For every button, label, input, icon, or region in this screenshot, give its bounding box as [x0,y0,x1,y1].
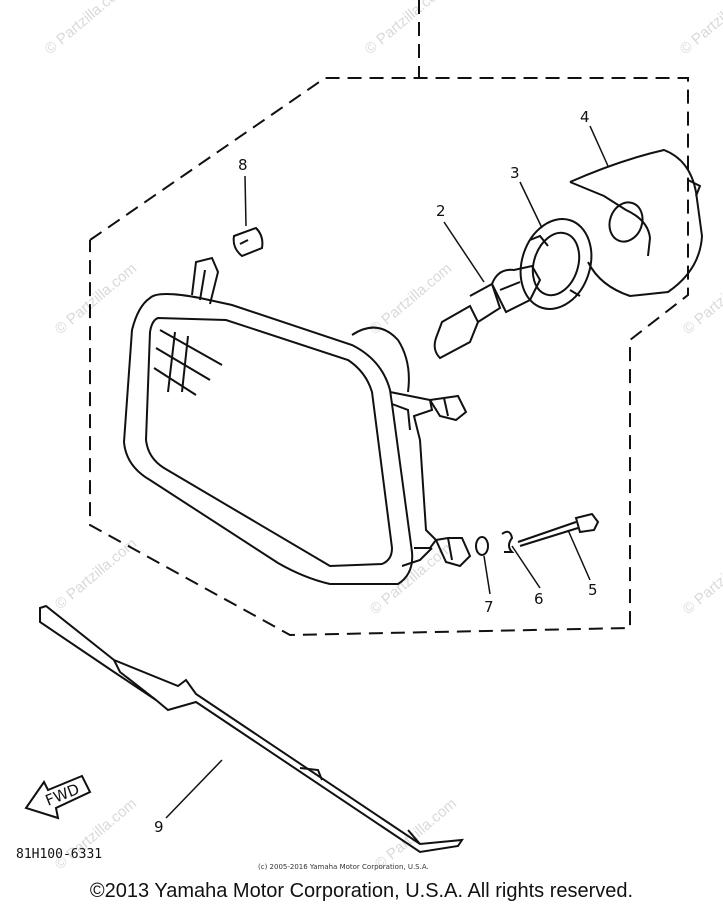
callout-5: 5 [588,581,598,599]
diagram-code: 81H100-6331 [16,847,102,862]
fwd-arrow-icon: FWD [24,774,92,820]
watermark-5: © Partzilla.com [367,260,455,338]
watermark-11: © Partzilla.com [372,795,460,873]
callout-9: 9 [154,818,164,836]
assembly-outline [89,0,689,637]
callout-7: 7 [484,598,494,616]
watermark-layer: © Partzilla.com © Partzilla.com © Partzi… [42,0,723,873]
headlight-exploded-diagram: © Partzilla.com © Partzilla.com © Partzi… [16,0,723,873]
watermark-6: © Partzilla.com [680,260,723,338]
watermark-7: © Partzilla.com [52,535,140,613]
watermark-9: © Partzilla.com [680,540,723,618]
watermark-4: © Partzilla.com [52,260,140,338]
watermark-2: © Partzilla.com [362,0,450,58]
dust-boot [569,148,704,298]
headlight-unit [122,256,472,585]
callout-3: 3 [510,164,520,182]
callout-6: 6 [534,590,544,608]
callout-labels: 8 2 3 4 5 6 7 9 [154,108,598,836]
bulb [433,264,542,360]
bracket-stay [39,604,464,854]
watermark-1: © Partzilla.com [42,0,130,58]
callout-2: 2 [436,202,446,220]
callout-4: 4 [580,108,590,126]
small-copyright: (c) 2005-2016 Yamaha Motor Corporation, … [258,863,429,871]
socket-ring [519,218,593,310]
copyright-notice: ©2013 Yamaha Motor Corporation, U.S.A. A… [89,880,634,902]
leader-lines [165,125,609,819]
watermark-3: © Partzilla.com [677,0,723,58]
small-parts [232,226,600,556]
callout-8: 8 [238,156,248,174]
